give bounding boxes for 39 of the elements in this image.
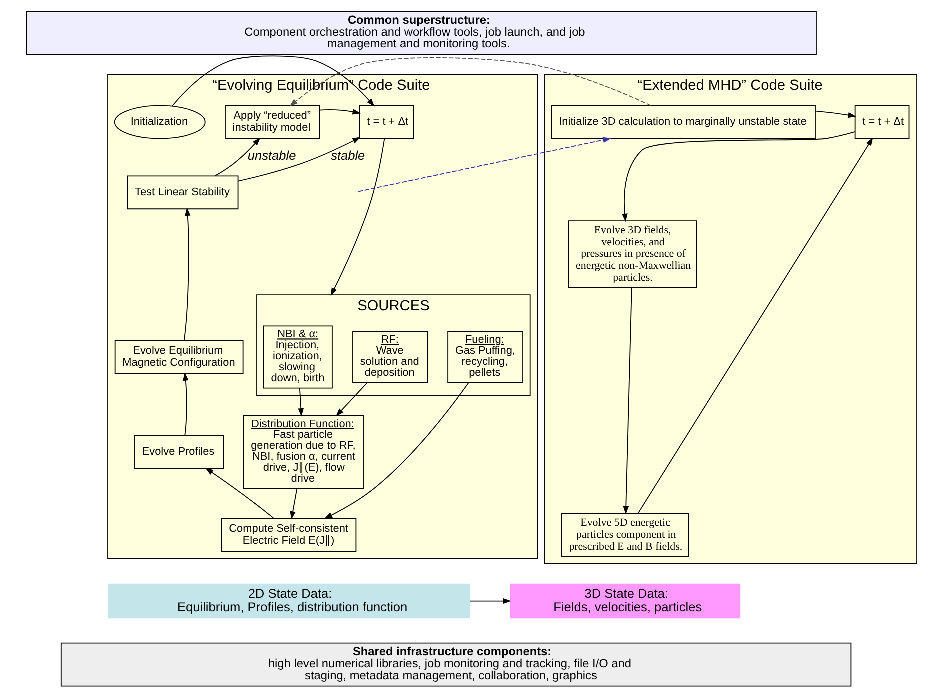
arrow [204,468,274,520]
node-box: Shared infrastructure components: high level numerical libraries, job monitoring and tracking, file I/O and staging, metadata management, collaboration, graphics [60,642,852,687]
node-box: Apply “reduced” instability model [224,105,320,140]
node-box: t = t + Δt [358,105,414,140]
node-box: t = t + Δt [854,105,910,140]
arrow [324,382,469,520]
arrow [469,598,511,604]
node-box: RF: Wave solution and deposition [352,331,428,384]
node-box: Common superstructure: Component orchestration and workflow tools, job launch, and job management and monitoring tools. [26,11,816,56]
arrow [318,109,360,115]
arrow [237,137,360,182]
arrow [637,138,873,514]
node-ellipse: Initialization [114,105,206,140]
arrow [298,388,304,417]
arrow [622,287,632,515]
node-box: Evolve 3D fields, velocities, and pressures in presence of energetic non-Maxwellian particles. [568,220,697,288]
node-box: Test Linear Stability [126,176,238,210]
node-box: Evolve 5D energetic particles component in prescribed E and B fields. [560,513,689,557]
arrow [289,58,651,107]
node-box: Fueling: Gas Puffing, recycling, pellets [447,331,523,384]
arrow [330,138,385,296]
node-box: Initialize 3D calculation to marginally unstable state [550,105,816,140]
node-box: 3D State Data: Fields, velocities, particles [510,584,740,619]
node-box: Distribution Function: Fast particle generation due to RF, NBI, fusion α, current drive, J∥(E), flow drive [242,415,364,490]
arrow [183,208,190,342]
node-box: NBI & α: Injection, ionization, slowing down, birth [262,326,332,389]
arrow [358,137,611,192]
arrow [214,138,260,177]
node-box: Compute Self-consistent Electric Field E(J∥) [220,518,356,552]
edge-label: stable [330,148,365,163]
node-box: 2D State Data: Equilibrium, Profiles, distribution function [108,584,470,619]
arrow [815,110,856,118]
node-box: Evolve Equilibrium Magnetic Configuration [114,340,244,374]
node-box: Evolve Profiles [134,435,224,470]
arrow [182,372,188,436]
arrow [290,488,298,520]
arrow [171,56,374,107]
arrow [622,131,856,222]
edge-label: unstable [247,148,296,163]
